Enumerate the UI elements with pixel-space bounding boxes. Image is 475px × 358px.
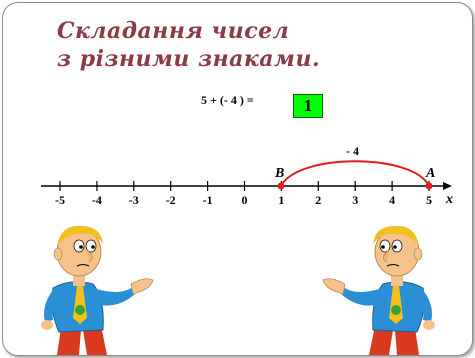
tick-label: 4 <box>389 193 395 207</box>
man-icon <box>41 225 154 355</box>
page-title: Складання чисел з різними знаками. <box>57 17 320 73</box>
axis-arrow-icon <box>443 182 452 190</box>
tick-label: 5 <box>426 193 432 207</box>
title-line-2: з різними знаками. <box>57 46 321 72</box>
title-line-1: Складання чисел <box>57 18 290 44</box>
answer-box: 1 <box>293 94 323 118</box>
equation-expression: 5 + (- 4 ) = <box>201 93 254 107</box>
arc-path <box>280 160 430 187</box>
tick-label: -2 <box>166 193 176 207</box>
tick-label: -5 <box>55 193 65 207</box>
man-icon <box>322 225 435 355</box>
tick-label: 2 <box>315 193 321 207</box>
axis-label: x <box>445 192 453 207</box>
tick-label: 0 <box>242 193 248 207</box>
point-a-label: A <box>425 166 435 181</box>
point-a-dot <box>425 182 433 190</box>
tick-label: -4 <box>92 193 102 207</box>
tick-label: -1 <box>203 193 213 207</box>
arc-label: - 4 <box>346 144 359 158</box>
point-b-dot <box>277 182 285 190</box>
number-line: -5 -4 -3 -2 -1 0 1 2 3 4 5 - 4 A B x <box>41 144 453 207</box>
point-b-label: B <box>274 166 284 181</box>
tick-label: -3 <box>129 193 139 207</box>
tick-label: 3 <box>352 193 358 207</box>
tick-label: 1 <box>278 193 284 207</box>
